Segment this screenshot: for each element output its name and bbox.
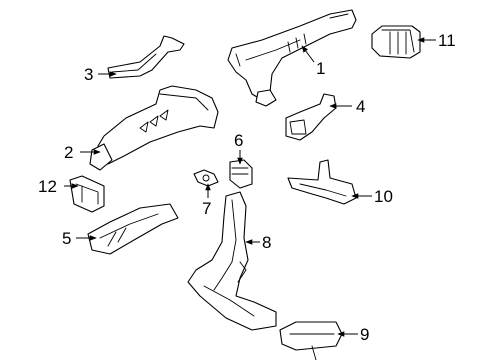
callout-11: 11: [438, 31, 456, 50]
part-4-adapter: [285, 93, 337, 141]
part-2-left-duct: [89, 85, 219, 171]
callout-9: 9: [360, 325, 369, 344]
callout-7: 7: [202, 199, 211, 218]
part-1-upper-duct: [227, 9, 357, 107]
callout-12: 12: [38, 177, 57, 196]
callout-1: 1: [316, 59, 325, 78]
part-6-connector: [229, 159, 253, 189]
callout-5: 5: [62, 229, 71, 248]
part-7-clip: [193, 169, 219, 187]
part-11-vent: [371, 25, 421, 59]
part-9-lower-adapter: [279, 321, 343, 360]
callout-3: 3: [84, 65, 93, 84]
callout-2: 2: [64, 143, 73, 162]
callout-6: 6: [234, 131, 243, 150]
part-3-bracket: [107, 35, 185, 79]
callout-4: 4: [356, 97, 365, 116]
callout-8: 8: [262, 233, 271, 252]
part-8-vertical-duct: [187, 191, 277, 331]
part-10-y-duct: [287, 159, 357, 205]
part-5-lower-left-duct: [87, 203, 179, 255]
leader-1: [301, 45, 315, 63]
callout-10: 10: [374, 187, 393, 206]
part-12-register: [69, 175, 105, 213]
